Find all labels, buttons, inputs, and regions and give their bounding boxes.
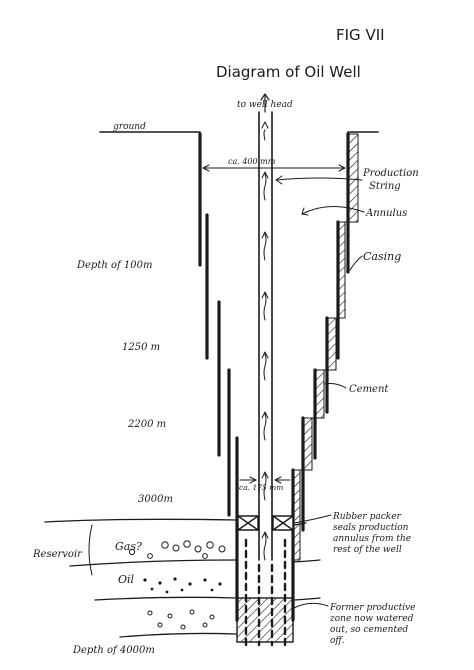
cement-pointer (323, 383, 347, 389)
casing-pointer (349, 255, 363, 271)
production-string-label-1: Production (362, 168, 419, 179)
well-head-arrow (260, 93, 270, 113)
production-string-label-2: String (369, 181, 401, 192)
oil-label: Oil (118, 573, 135, 586)
casing-label: Casing (363, 250, 401, 263)
ground-label: ground (113, 122, 146, 132)
reservoir-label: Reservoir (32, 549, 83, 560)
gas-bubbles (128, 540, 226, 559)
water-zone-marks (147, 609, 215, 630)
gas-label: Gas? (115, 540, 142, 553)
former-zone-label-2: zone now watered (329, 614, 414, 624)
cement-hatch (292, 133, 359, 561)
depth-100-label: Depth of 100m (76, 260, 152, 271)
cement-label: Cement (349, 384, 389, 395)
figure-number: FIG VII (336, 26, 385, 44)
flow-arrows (261, 121, 269, 561)
casing-width-label: ca. 400 mm (228, 157, 276, 166)
depth-4000-label: Depth of 4000m (72, 645, 155, 656)
packer-label-4: rest of the well (333, 545, 402, 555)
cemented-off-zone (236, 597, 294, 643)
depth-2200-label: 2200 m (127, 419, 166, 430)
reservoir-strata (44, 518, 321, 638)
former-zone-label-1: Former productive (329, 603, 415, 613)
diagram-title: Diagram of Oil Well (216, 63, 361, 81)
former-zone-label-3: out, so cemented (330, 625, 408, 635)
oil-dots (143, 577, 222, 594)
annulus-pointer (301, 205, 365, 216)
tubing-width-dimension (239, 476, 291, 484)
production-string-pointer (275, 175, 363, 185)
former-zone-pointer (293, 602, 329, 609)
packer-label-1: Rubber packer (332, 512, 402, 522)
tubing-width-label: ca. 175 mm (239, 483, 283, 492)
depth-3000-label: 3000m (138, 494, 173, 505)
reservoir-bracket (88, 524, 93, 576)
casing-width-dimension (202, 164, 346, 172)
packer-label-3: annulus from the (333, 534, 411, 544)
packer-label-2: seals production (333, 523, 409, 533)
production-string (258, 111, 273, 561)
former-zone-label-4: off. (330, 636, 345, 646)
depth-1250-label: 1250 m (122, 342, 160, 353)
rubber-packer (237, 515, 294, 531)
packer-pointer (293, 514, 332, 524)
left-casing (198, 132, 239, 622)
annulus-label: Annulus (365, 208, 407, 219)
